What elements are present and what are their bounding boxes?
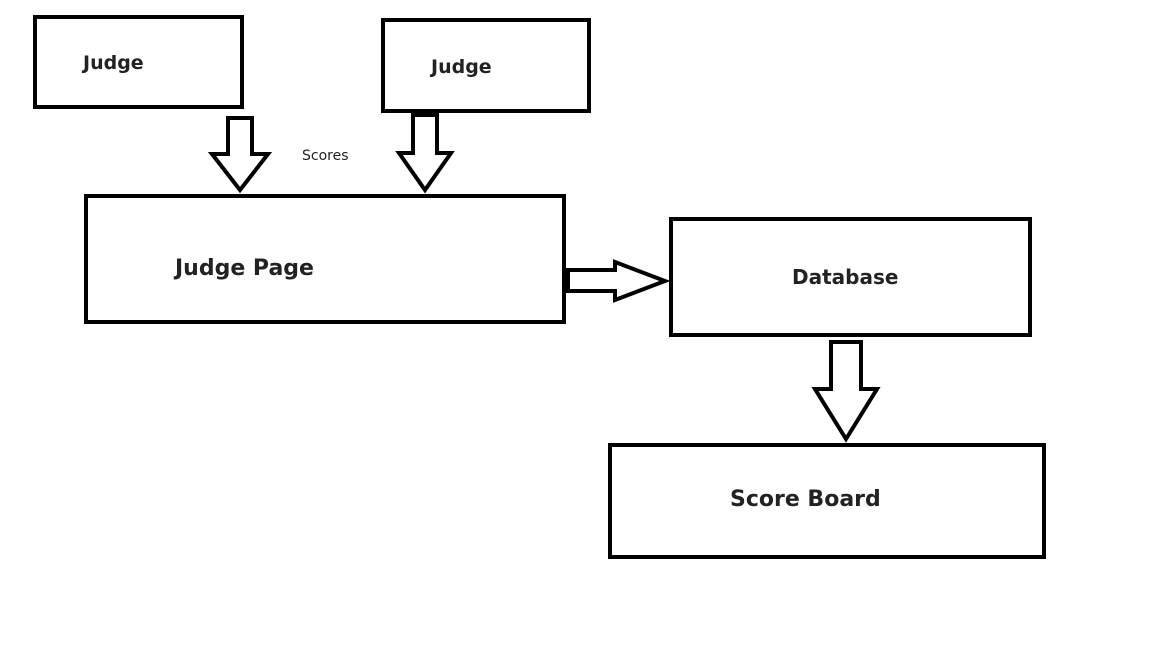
- database-node: [669, 217, 1032, 337]
- score-board-node-label: Score Board: [730, 487, 881, 512]
- arrow-database-to-scoreboard: [811, 340, 881, 443]
- score-board-node: [608, 443, 1046, 559]
- judge-node-2: [381, 18, 591, 113]
- scores-label: Scores: [302, 148, 349, 164]
- judge-node-1-label: Judge: [83, 52, 144, 74]
- judge-node-1: [33, 15, 244, 109]
- judge-page-node: [84, 194, 566, 324]
- arrow-judgepage-to-database: [566, 259, 671, 303]
- judge-page-node-label: Judge Page: [175, 256, 314, 281]
- arrow-judge1-to-judgepage: [207, 116, 273, 194]
- judge-node-2-label: Judge: [431, 56, 492, 78]
- database-node-label: Database: [792, 265, 899, 289]
- arrow-judge2-to-judgepage: [395, 113, 455, 194]
